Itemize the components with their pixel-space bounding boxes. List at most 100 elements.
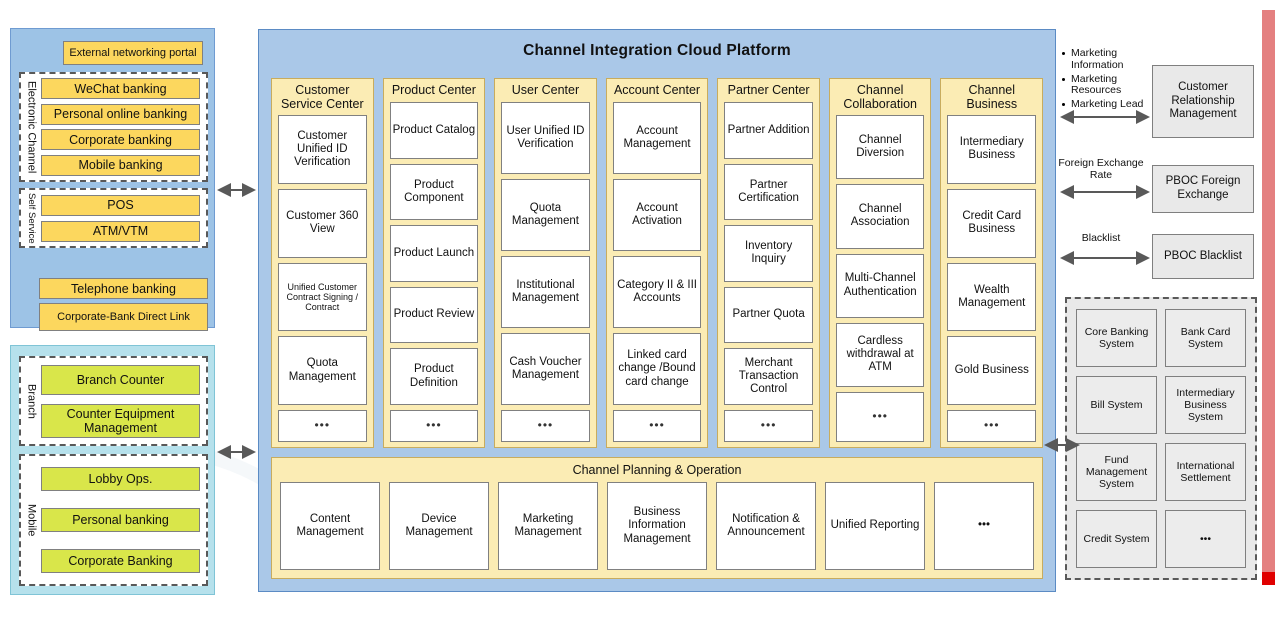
right-accent-bar [1262,10,1275,585]
cell-linked-card-change[interactable]: Linked card change /Bound card change [612,333,702,405]
chip-mobile-banking[interactable]: Mobile banking [41,154,200,176]
cell-more[interactable]: ••• [278,410,367,442]
column-product-center: Product Center Product Catalog Product C… [382,78,486,448]
cell-wealth-management[interactable]: Wealth Management [947,262,1037,332]
system-more[interactable]: ••• [1165,510,1246,568]
system-intermediary-business-system[interactable]: Intermediary Business System [1165,376,1246,434]
group-label-branch: Branch [25,383,38,419]
cell-inventory-inquiry[interactable]: Inventory Inquiry [724,225,813,282]
column-title: Product Center [391,83,476,97]
column-partner-center: Partner Center Partner Addition Partner … [717,78,820,448]
cell-partner-addition[interactable]: Partner Addition [724,102,813,159]
cell-business-information-management[interactable]: Business Information Management [607,482,707,570]
cell-content-management[interactable]: Content Management [280,482,380,570]
column-account-center: Account Center Account Management Accoun… [605,78,709,448]
platform-columns: Customer Service Center Customer Unified… [271,78,1044,448]
system-international-settlement[interactable]: International Settlement [1165,443,1246,501]
cell-notification-announcement[interactable]: Notification & Announcement [716,482,816,570]
cell-product-component[interactable]: Product Component [389,163,479,221]
chip-personal-online-banking[interactable]: Personal online banking [41,103,200,125]
flow-label-foreign-exchange-rate: Foreign Exchange Rate [1058,157,1144,181]
cell-customer-360-view[interactable]: Customer 360 View [278,188,367,258]
cell-product-definition[interactable]: Product Definition [389,348,479,405]
flow-label-blacklist: Blacklist [1081,232,1121,244]
cell-gold-business[interactable]: Gold Business [947,336,1037,405]
group-branch: Branch Branch Counter Counter Equipment … [19,356,208,446]
column-customer-service-center: Customer Service Center Customer Unified… [271,78,374,448]
cell-credit-card-business[interactable]: Credit Card Business [947,188,1037,258]
cell-channel-association[interactable]: Channel Association [835,184,925,249]
cell-institutional-management[interactable]: Institutional Management [501,256,590,328]
column-channel-business: Channel Business Intermediary Business C… [940,78,1044,448]
chip-telephone-banking[interactable]: Telephone banking [39,278,208,299]
system-credit-system[interactable]: Credit System [1076,510,1157,568]
planning-items: Content Management Device Management Mar… [280,482,1034,570]
system-customer-relationship-management[interactable]: Customer Relationship Management [1152,65,1254,138]
cell-account-activation[interactable]: Account Activation [612,179,702,251]
cell-quota-management[interactable]: Quota Management [501,179,590,251]
bullet-marketing-resources: Marketing Resources [1062,73,1170,98]
cell-channel-diversion[interactable]: Channel Diversion [835,115,925,180]
chip-corporate-banking[interactable]: Corporate banking [41,129,200,151]
bullet-marketing-information: Marketing Information [1062,47,1170,72]
system-pboc-blacklist[interactable]: PBOC Blacklist [1152,234,1254,279]
system-bank-card-system[interactable]: Bank Card System [1165,309,1246,367]
cell-merchant-transaction-control[interactable]: Merchant Transaction Control [724,348,813,405]
cell-more[interactable]: ••• [724,409,813,442]
bullet-marketing-lead: Marketing Lead [1062,98,1170,111]
cell-unified-reporting[interactable]: Unified Reporting [825,482,925,570]
chip-wechat-banking[interactable]: WeChat banking [41,78,200,100]
cell-unified-customer-contract-signing[interactable]: Unified Customer Contract Signing / Cont… [278,262,367,332]
cell-more[interactable]: ••• [947,410,1037,442]
cell-product-catalog[interactable]: Product Catalog [389,102,479,159]
cell-multi-channel-authentication[interactable]: Multi-Channel Authentication [835,253,925,318]
column-channel-collaboration: Channel Collaboration Channel Diversion … [828,78,932,448]
cell-more[interactable]: ••• [389,409,479,442]
cell-quota-management[interactable]: Quota Management [278,336,367,405]
cell-customer-unified-id-verification[interactable]: Customer Unified ID Verification [278,115,367,184]
group-label-self-service: Self Service [25,192,37,244]
group-label-electronic-channel: Electronic Channel [25,80,38,174]
cell-account-management[interactable]: Account Management [612,102,702,174]
column-title: Channel Business [966,83,1018,111]
column-title: User Center [511,83,580,97]
cell-user-unified-id-verification[interactable]: User Unified ID Verification [501,102,590,174]
chip-branch-counter[interactable]: Branch Counter [41,364,200,395]
planning-title: Channel Planning & Operation [572,463,742,477]
chip-atm-vtm[interactable]: ATM/VTM [41,220,200,242]
cell-more[interactable]: ••• [835,392,925,442]
cell-marketing-management[interactable]: Marketing Management [498,482,598,570]
cell-product-review[interactable]: Product Review [389,286,479,344]
cell-cash-voucher-management[interactable]: Cash Voucher Management [501,333,590,405]
channel-planning-operation-section: Channel Planning & Operation Content Man… [271,457,1043,579]
system-fund-management-system[interactable]: Fund Management System [1076,443,1157,501]
cell-more[interactable]: ••• [934,482,1034,570]
column-title: Partner Center [727,83,810,97]
cell-more[interactable]: ••• [612,410,702,442]
group-label-mobile: Mobile [25,503,38,537]
cell-intermediary-business[interactable]: Intermediary Business [947,115,1037,184]
backend-systems-group: Core Banking System Bank Card System Bil… [1065,297,1257,580]
cell-cardless-withdrawal-at-atm[interactable]: Cardless withdrawal at ATM [835,322,925,387]
cell-device-management[interactable]: Device Management [389,482,489,570]
cell-partner-certification[interactable]: Partner Certification [724,163,813,221]
chip-mobile-corporate-banking[interactable]: Corporate Banking [41,549,200,574]
column-title: Account Center [613,83,701,97]
chip-corporate-bank-direct-link[interactable]: Corporate-Bank Direct Link [39,303,208,331]
system-bill-system[interactable]: Bill System [1076,376,1157,434]
chip-pos[interactable]: POS [41,194,200,216]
cell-product-launch[interactable]: Product Launch [389,225,479,282]
group-self-service: Self Service POS ATM/VTM [19,188,208,248]
electronic-channel-panel: External networking portal Electronic Ch… [10,28,215,331]
column-title: Customer Service Center [280,83,364,111]
system-core-banking-system[interactable]: Core Banking System [1076,309,1157,367]
cell-more[interactable]: ••• [501,410,590,442]
chip-lobby-ops[interactable]: Lobby Ops. [41,466,200,491]
chip-counter-equipment-management[interactable]: Counter Equipment Management [41,403,200,438]
group-electronic-channel: Electronic Channel WeChat banking Person… [19,72,208,182]
chip-external-networking-portal[interactable]: External networking portal [63,41,203,65]
cell-partner-quota[interactable]: Partner Quota [724,286,813,344]
system-pboc-foreign-exchange[interactable]: PBOC Foreign Exchange [1152,165,1254,213]
cell-category-ii-iii-accounts[interactable]: Category II & III Accounts [612,256,702,328]
chip-mobile-personal-banking[interactable]: Personal banking [41,507,200,532]
